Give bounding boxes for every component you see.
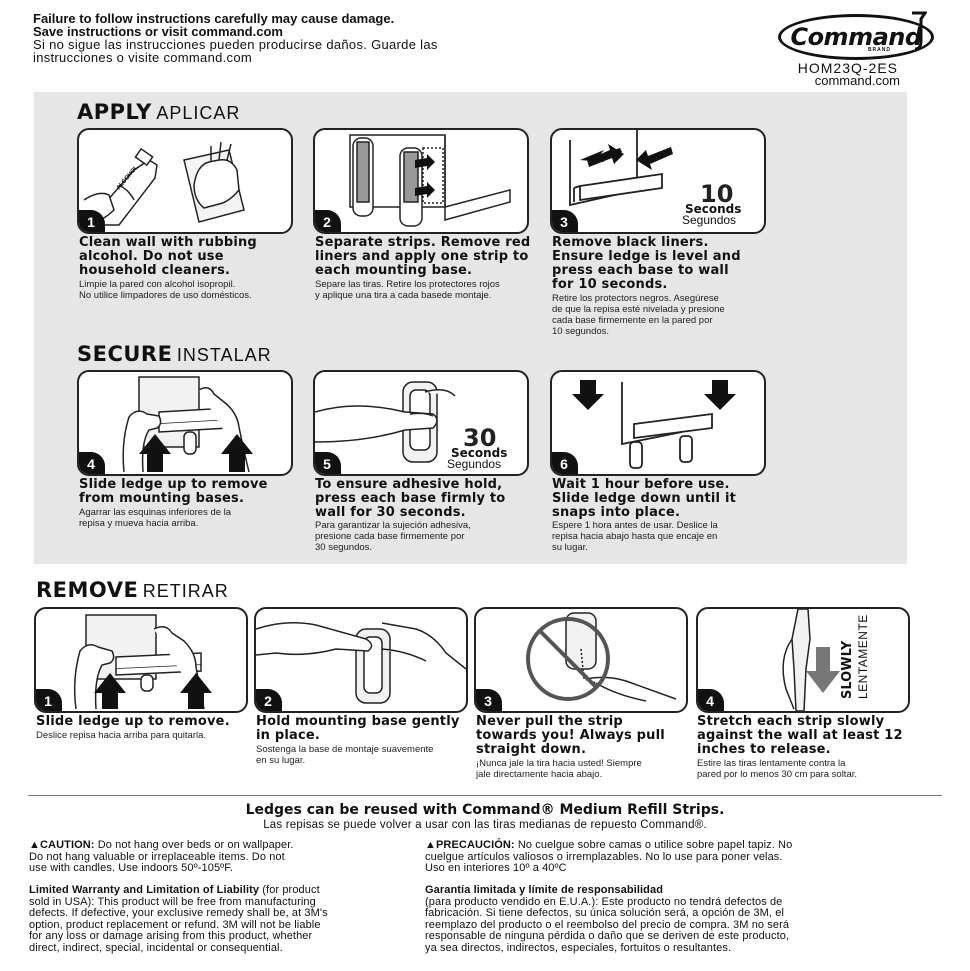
slowly-en: SLOWLY	[840, 640, 855, 699]
secure-step-5-illustration: 30 Seconds Segundos 5	[313, 370, 529, 476]
apply-step-1-illustration: ALCOHOL 1	[77, 128, 293, 234]
remove-heading: REMOVE RETIRAR	[36, 578, 229, 602]
remove-step-4-illustration: SLOWLY LENTAMENTE 4	[696, 607, 910, 713]
warning-es-line1: Si no sigue las instrucciones pueden pro…	[33, 37, 438, 52]
step-number-badge: 2	[315, 210, 341, 232]
caution-label: ▲CAUTION:	[29, 839, 95, 851]
warning-en-line1: Failure to follow instructions carefully…	[33, 11, 395, 26]
prohibited-icon	[526, 617, 610, 701]
divider	[28, 795, 942, 796]
warranty-title: Limited Warranty and Limitation of Liabi…	[29, 884, 260, 896]
warranty-en: Limited Warranty and Limitation of Liabi…	[29, 884, 328, 954]
apply-step-1-caption-es: Limpie la pared con alcohol isopropil.No…	[79, 279, 252, 301]
step-number-badge: 1	[79, 210, 105, 232]
timer-10-value: 10	[700, 180, 734, 208]
apply-subtitle: APLICAR	[156, 103, 241, 123]
secure-step-6-illustration: 6	[550, 370, 766, 476]
apply-step-3-illustration: 10 Seconds Segundos 3	[550, 128, 766, 234]
logo-text: Command	[790, 23, 922, 51]
secure-title: SECURE	[77, 342, 173, 366]
slowly-label: SLOWLY LENTAMENTE	[840, 614, 884, 705]
apply-step-2-caption-es: Separe las tiras. Retire los protectores…	[315, 279, 500, 301]
timer-10-unit-es: Segundos	[682, 213, 737, 227]
timer-30-unit-en: Seconds	[451, 446, 508, 460]
apply-step-3-caption-en: Remove black liners.Ensure ledge is leve…	[552, 235, 741, 292]
apply-step-2-illustration: 2	[313, 128, 529, 234]
sku-code: HOM23Q-2ES	[797, 60, 898, 76]
warning-es-line2: instrucciones o visite command.com	[33, 50, 252, 65]
secure-heading: SECURE INSTALAR	[77, 342, 272, 366]
step-number-badge: 4	[698, 689, 724, 711]
precaucion-label: ▲PRECAUCIÓN:	[425, 839, 515, 851]
remove-step-2-illustration: 2	[254, 607, 468, 713]
logo-brand: BRAND	[867, 47, 891, 53]
timer-10-unit-en: Seconds	[685, 202, 742, 216]
step-number-badge: 3	[552, 210, 578, 232]
slowly-es: LENTAMENTE	[856, 614, 870, 699]
remove-step-3-caption-es: ¡Nunca jale la tira hacia usted! Siempre…	[476, 758, 642, 780]
timer-30-unit-es: Segundos	[447, 457, 502, 471]
secure-subtitle: INSTALAR	[176, 345, 272, 365]
step-number-badge: 2	[256, 689, 282, 711]
step-number-badge: 1	[36, 689, 62, 711]
reuse-note-en: Ledges can be reused with Command® Mediu…	[245, 802, 725, 818]
remove-step-1-illustration: 1	[34, 607, 248, 713]
garantia-title: Garantía limitada y límite de responsabi…	[425, 884, 664, 896]
secure-step-6-caption-en: Wait 1 hour before use.Slide ledge down …	[552, 477, 737, 520]
apply-title: APPLY	[77, 100, 152, 124]
secure-step-4-illustration: 4	[77, 370, 293, 476]
step-number-badge: 5	[315, 452, 341, 474]
reuse-note-es: Las repisas se puede volver a usar con l…	[263, 819, 707, 831]
step-number-badge: 6	[552, 452, 578, 474]
remove-step-3-illustration: 3	[474, 607, 688, 713]
step-number-badge: 3	[476, 689, 502, 711]
remove-title: REMOVE	[36, 578, 139, 602]
remove-step-1-caption-es: Deslice repisa hacia arriba para quitarl…	[36, 730, 207, 741]
command-logo: Command BRAND	[778, 11, 934, 60]
website: command.com	[814, 73, 900, 88]
timer-30-value: 30	[463, 424, 497, 452]
caution-es: ▲PRECAUCIÓN: No cuelgue sobre camas o ut…	[425, 839, 793, 874]
caution-en: ▲CAUTION: Do not hang over beds or on wa…	[29, 839, 294, 874]
secure-step-5-caption-en: To ensure adhesive hold,press each base …	[315, 477, 506, 520]
apply-heading: APPLY APLICAR	[77, 100, 240, 124]
remove-step-1-caption-en: Slide ledge up to remove.	[36, 714, 230, 729]
warranty-es: Garantía limitada y límite de responsabi…	[425, 884, 790, 954]
secure-step-5-caption-es: Para garantizar la sujeción adhesiva,pre…	[315, 520, 471, 553]
warning-en-line2: Save instructions or visit command.com	[33, 24, 283, 39]
hook-icon	[912, 11, 927, 51]
remove-subtitle: RETIRAR	[142, 581, 229, 601]
step-number-badge: 4	[79, 452, 105, 474]
